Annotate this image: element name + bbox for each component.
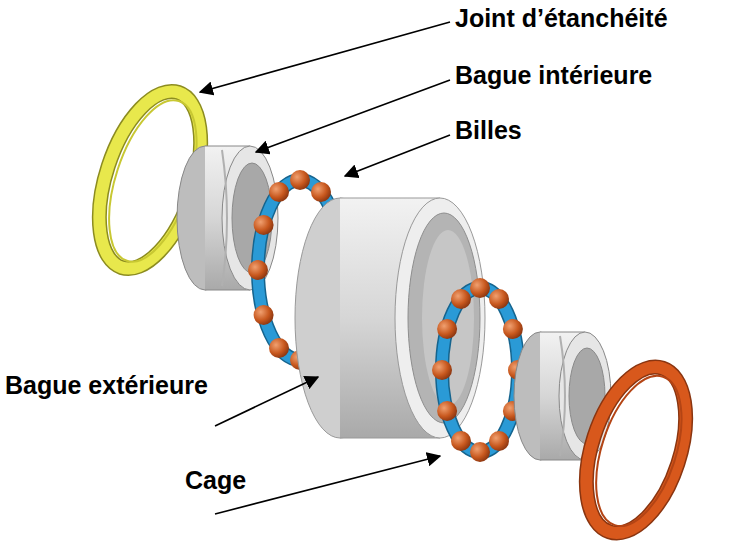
part-label: Billes [455, 115, 522, 145]
leader-lines [200, 22, 450, 514]
part-label: Bague extérieure [5, 370, 208, 400]
seal-orange [568, 355, 705, 545]
part-label: Cage [185, 465, 246, 495]
cage-right [432, 278, 528, 462]
part-label: Joint d’étanchéité [455, 3, 668, 33]
part-label: Bague intérieure [455, 60, 652, 90]
inner-ring-left [177, 146, 278, 290]
